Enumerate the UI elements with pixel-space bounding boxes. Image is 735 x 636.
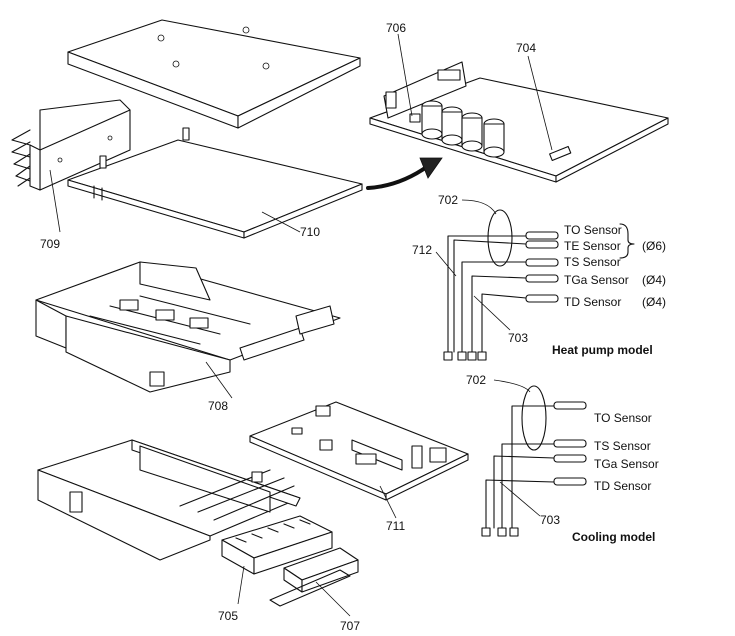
label-708: 708 (208, 399, 228, 413)
hp-label-712: 712 (412, 243, 432, 257)
hp-title: Heat pump model (552, 343, 653, 357)
heat-sink (11, 99, 131, 191)
cool-sensor-td: TD Sensor (594, 479, 651, 493)
label-709: 709 (40, 237, 60, 251)
cool-sensor-ts: TS Sensor (594, 439, 651, 453)
cool-label-703: 703 (540, 513, 560, 527)
electrical-box-tray (37, 439, 359, 607)
label-707: 707 (340, 619, 360, 633)
label-704: 704 (516, 41, 536, 55)
cool-sensor-tga: TGa Sensor (594, 457, 659, 471)
cool-title: Cooling model (572, 530, 655, 544)
hp-sensor-ts: TS Sensor (564, 255, 621, 269)
hp-dia-tga: (Ø4) (642, 273, 666, 287)
hp-sensor-tga: TGa Sensor (564, 273, 629, 287)
top-cover-plate (67, 19, 361, 129)
hp-label-702: 702 (438, 193, 458, 207)
cool-sensor-to: TO Sensor (594, 411, 652, 425)
label-711: 711 (386, 519, 405, 533)
label-710: 710 (300, 225, 320, 239)
hp-sensor-td: TD Sensor (564, 295, 621, 309)
hp-sensor-te: TE Sensor (564, 239, 621, 253)
leader-lines (49, 33, 553, 617)
heat-pump-sensor-harness (443, 209, 635, 361)
insulating-plate (67, 127, 363, 239)
assembly-arrow (366, 157, 443, 190)
hp-label-703: 703 (508, 331, 528, 345)
hp-dia-td: (Ø4) (642, 295, 666, 309)
cooling-sensor-harness (481, 385, 587, 537)
hp-sensor-to: TO Sensor (564, 223, 622, 237)
terminal-block-705 (221, 515, 333, 575)
cool-label-702: 702 (466, 373, 486, 387)
label-705: 705 (218, 609, 238, 623)
control-pcb (249, 401, 469, 501)
hp-dia-group: (Ø6) (642, 239, 666, 253)
chassis-frame (35, 261, 341, 393)
capacitor-bank (421, 100, 505, 158)
inverter-pcb (369, 61, 669, 183)
terminal-block-707 (269, 547, 359, 607)
label-706: 706 (386, 21, 406, 35)
